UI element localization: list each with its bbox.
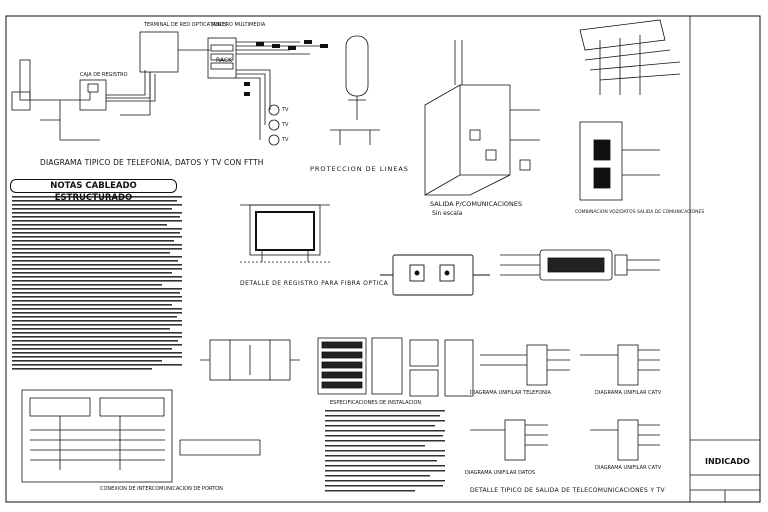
sheet-border bbox=[5, 15, 761, 503]
cable-detail bbox=[500, 249, 660, 281]
transformer-detail bbox=[179, 339, 300, 456]
salida-label: SALIDA P/COMUNICACIONES bbox=[430, 200, 523, 208]
unifilar-3-label: DIAGRAMA UNIFILAR DATOS bbox=[465, 470, 536, 476]
main-title: DIAGRAMA TIPICO DE TELEFONIA, DATOS Y TV… bbox=[40, 158, 264, 167]
unifilar-2-label: DIAGRAMA UNIFILAR CATV bbox=[595, 390, 662, 396]
terminal-label: TERMINAL DE RED OPTICA (ONT) bbox=[144, 22, 227, 28]
notes-title: NOTAS CABLEADO ESTRUCTURADO bbox=[10, 179, 177, 203]
unifilar-1-label: DIAGRAMA UNIFILAR TELEFONIA bbox=[470, 390, 551, 396]
plate-detail bbox=[380, 254, 490, 296]
unifilar-diagrams bbox=[470, 344, 660, 461]
unifilar-4-label: DIAGRAMA UNIFILAR CATV bbox=[595, 465, 662, 471]
scale-indicator: INDICADO bbox=[705, 457, 750, 466]
detalle-salida-label: DETALLE TIPICO DE SALIDA DE TELECOMUNICA… bbox=[470, 487, 665, 494]
proteccion-label: PROTECCION DE LINEAS bbox=[310, 165, 409, 173]
title-block bbox=[689, 15, 761, 503]
protector-device bbox=[330, 35, 380, 145]
detalle-registro-label: DETALLE DE REGISTRO PARA FIBRA OPTICA bbox=[240, 280, 389, 287]
spec-lines bbox=[325, 410, 445, 492]
tablero-label: TABLERO MULTIMEDIA bbox=[210, 22, 266, 28]
top-right-detail bbox=[579, 19, 681, 201]
ftth-diagram bbox=[11, 31, 320, 146]
portero-detail bbox=[21, 389, 173, 483]
registro-detail bbox=[240, 204, 330, 263]
port-blocks bbox=[244, 40, 328, 96]
notes-lines bbox=[12, 196, 182, 370]
combinacion-label: COMBINACION VOZ/DATOS SALIDA DE COMUNICA… bbox=[575, 210, 705, 215]
rack-label: RACK bbox=[216, 57, 233, 64]
tv2-label: TV bbox=[282, 122, 289, 128]
salida-box bbox=[424, 40, 540, 196]
caja-registro-label: CAJA DE REGISTRO bbox=[80, 72, 128, 78]
portero-label: CONEXION DE INTERCOMUNICACION DE PORTON bbox=[100, 486, 223, 492]
salida-escala: Sin escala bbox=[432, 210, 463, 217]
tv3-label: TV bbox=[282, 137, 289, 143]
tv1-label: TV bbox=[282, 107, 289, 113]
panel-grid bbox=[317, 337, 474, 397]
especificaciones-label: ESPECIFICACIONES DE INSTALACION bbox=[330, 400, 422, 406]
